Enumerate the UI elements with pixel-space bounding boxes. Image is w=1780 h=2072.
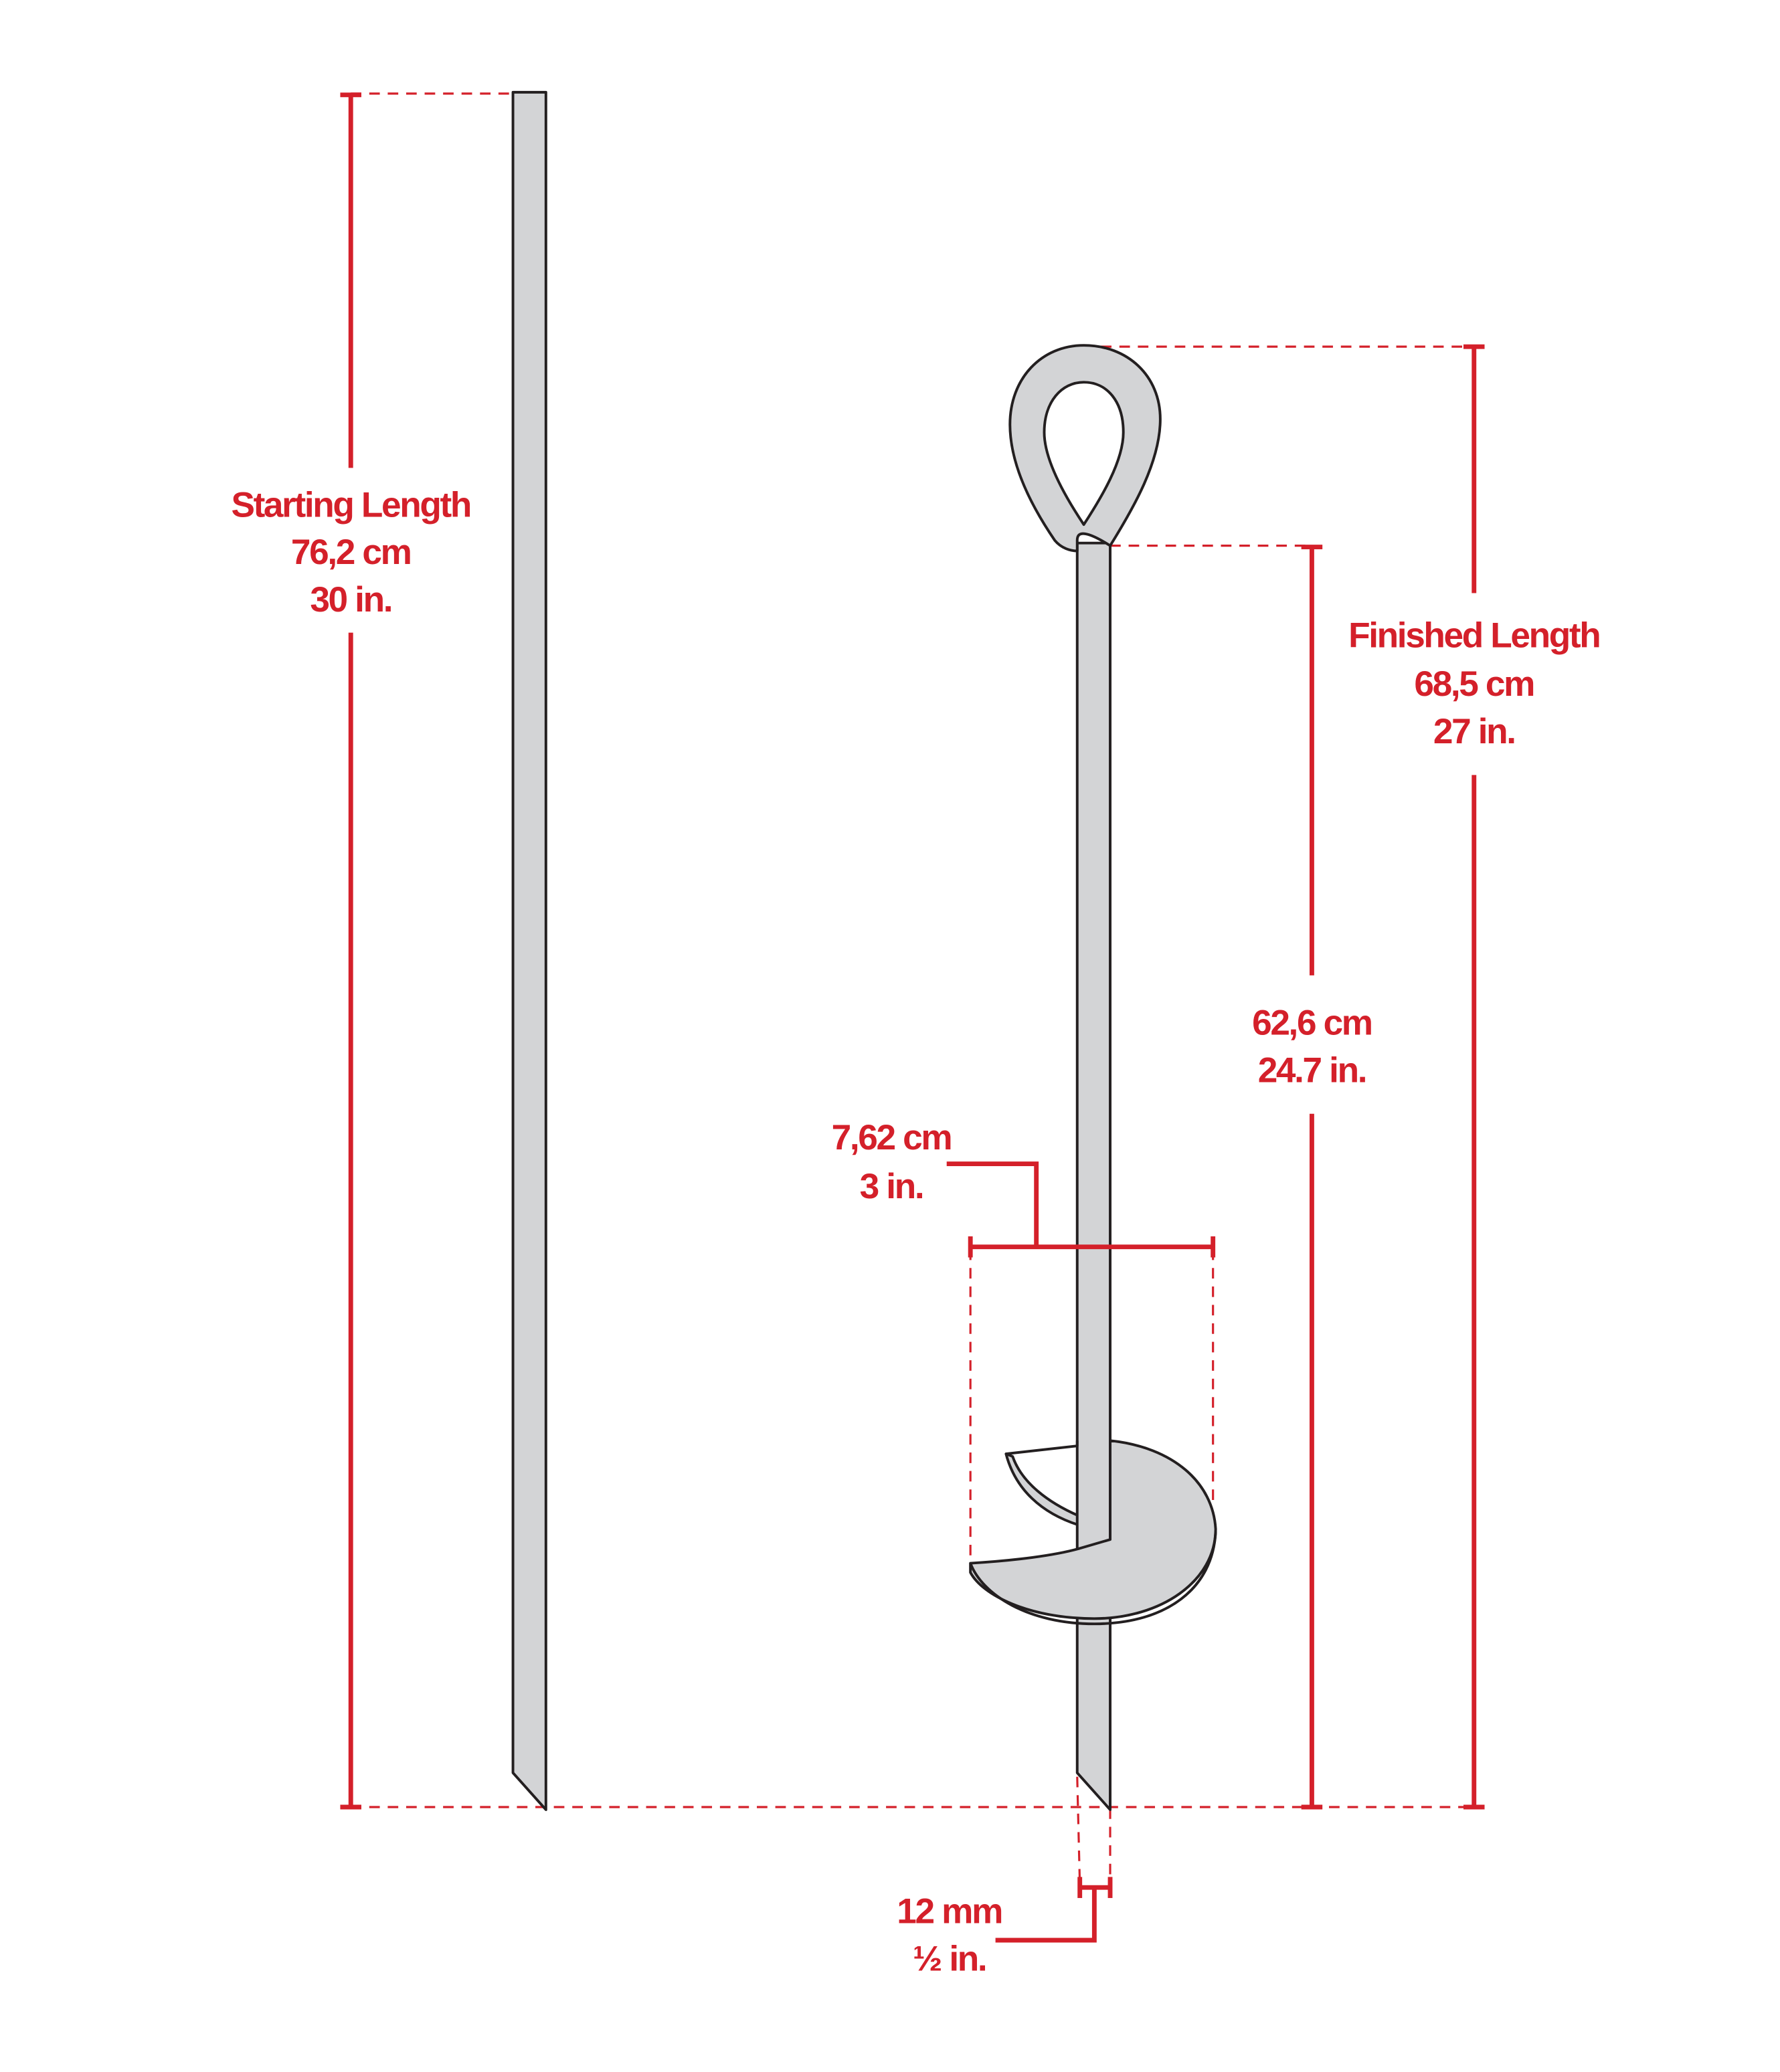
finished-length-label: Finished Length: [1348, 616, 1599, 655]
starting-length-dimension: Starting Length 76,2 cm 30 in.: [231, 92, 472, 1810]
auger-upper-edge: [1006, 1440, 1079, 1455]
extension-lines: [351, 92, 1480, 1885]
finished-length-metric: 68,5 cm: [1414, 664, 1534, 704]
starting-length-metric: 76,2 cm: [291, 533, 411, 572]
rod-diameter-dimension: 12 mm ½ in.: [897, 1877, 1113, 1978]
shaft-length-metric: 62,6 cm: [1252, 1004, 1372, 1043]
auger-back-flight: [1004, 1452, 1080, 1527]
shaft-length-dimension: 62,6 cm 24.7 in.: [1252, 545, 1373, 1810]
finished-length-imperial: 27 in.: [1433, 712, 1515, 751]
starting-length-imperial: 30 in.: [310, 580, 391, 620]
auger-flight-edge: [969, 1531, 1217, 1626]
auger-diameter-dimension: 7,62 cm 3 in.: [832, 1118, 1216, 1258]
straight-rod: [511, 90, 547, 1811]
shaft-length-imperial: 24.7 in.: [1258, 1050, 1366, 1090]
auger-flight: [969, 1439, 1217, 1620]
auger-diameter-metric: 7,62 cm: [832, 1118, 952, 1157]
rod-diameter-metric: 12 mm: [897, 1891, 1002, 1931]
finished-length-dimension: Finished Length 68,5 cm 27 in.: [1348, 344, 1601, 1810]
eye-loop: [1008, 344, 1162, 553]
anchor-shaft: [1075, 541, 1111, 1811]
rod-diameter-imperial: ½ in.: [913, 1939, 986, 1978]
starting-length-label: Starting Length: [231, 485, 470, 525]
finished-anchor: [969, 344, 1217, 1811]
auger-diameter-imperial: 3 in.: [860, 1167, 923, 1206]
